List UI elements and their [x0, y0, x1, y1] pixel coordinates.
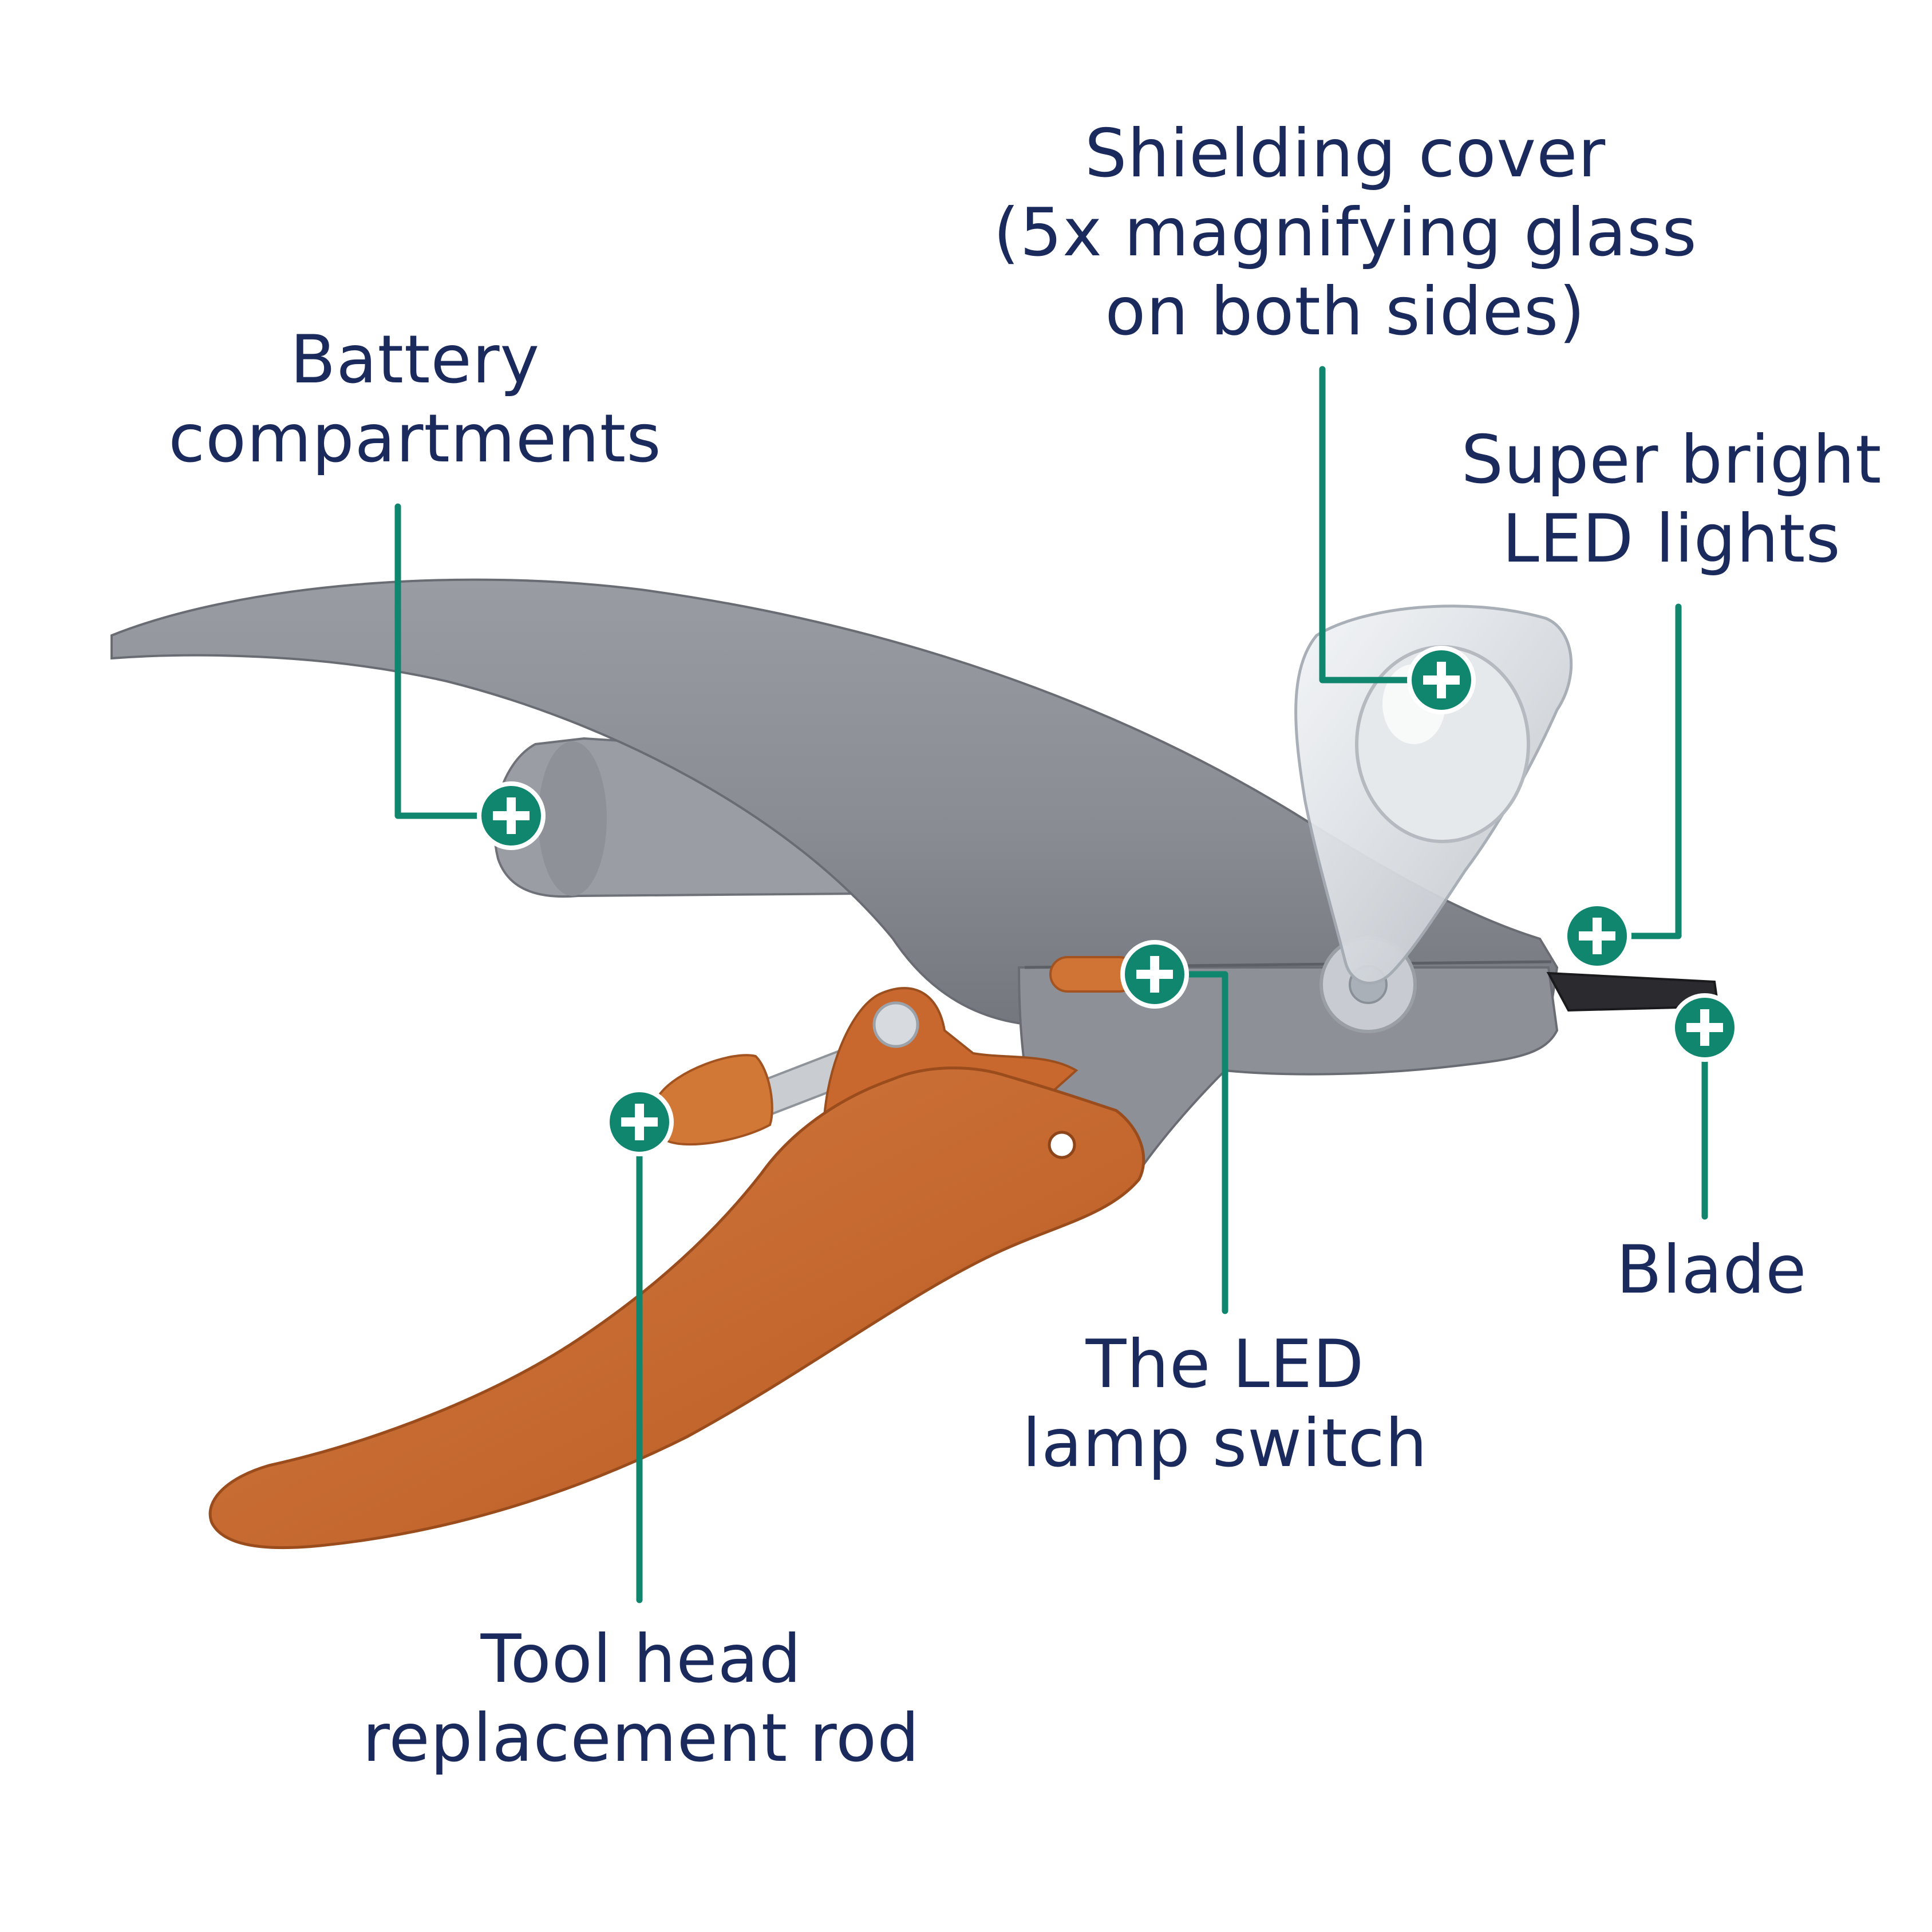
label-line: compartments — [168, 400, 662, 477]
battery-cap — [538, 741, 607, 896]
label-line: on both sides) — [1105, 273, 1586, 350]
lever-bolt — [872, 1001, 919, 1048]
callout-line-battery — [394, 503, 513, 819]
plus-circle-icon[interactable] — [477, 781, 546, 850]
label-line: Tool head — [480, 1621, 802, 1698]
plus-markers — [477, 646, 1739, 1156]
label-line: The LED — [1085, 1326, 1365, 1403]
callout-line-led-lights — [1594, 603, 1682, 939]
label-line: Super bright — [1461, 421, 1882, 499]
label-blade: Blade — [1546, 1231, 1878, 1310]
label-line: Blade — [1616, 1231, 1807, 1309]
label-battery: Battery compartments — [114, 321, 716, 479]
lower-handle — [208, 1066, 1145, 1550]
label-led-lights: Super bright LED lights — [1420, 421, 1923, 579]
label-line: LED lights — [1502, 500, 1841, 578]
label-line: Battery — [290, 321, 540, 398]
label-lamp-switch: The LED lamp switch — [967, 1325, 1483, 1483]
plus-circle-icon[interactable] — [1120, 940, 1189, 1009]
label-replacement-rod: Tool head replacement rod — [321, 1620, 962, 1778]
label-line: replacement rod — [362, 1700, 920, 1777]
plus-circle-icon[interactable] — [605, 1088, 674, 1156]
callout-line-shielding — [1319, 366, 1443, 683]
label-line: (5x magnifying glass — [993, 194, 1697, 271]
rod-tip — [657, 1054, 773, 1146]
plus-circle-icon[interactable] — [1670, 993, 1739, 1062]
label-shielding-cover: Shielding cover (5x magnifying glass on … — [939, 114, 1752, 351]
label-line: Shielding cover — [1084, 115, 1606, 192]
plus-circle-icon[interactable] — [1407, 646, 1476, 714]
lever-pivot-hole — [1048, 1131, 1076, 1159]
label-line: lamp switch — [1022, 1405, 1428, 1482]
plus-circle-icon[interactable] — [1563, 902, 1631, 970]
